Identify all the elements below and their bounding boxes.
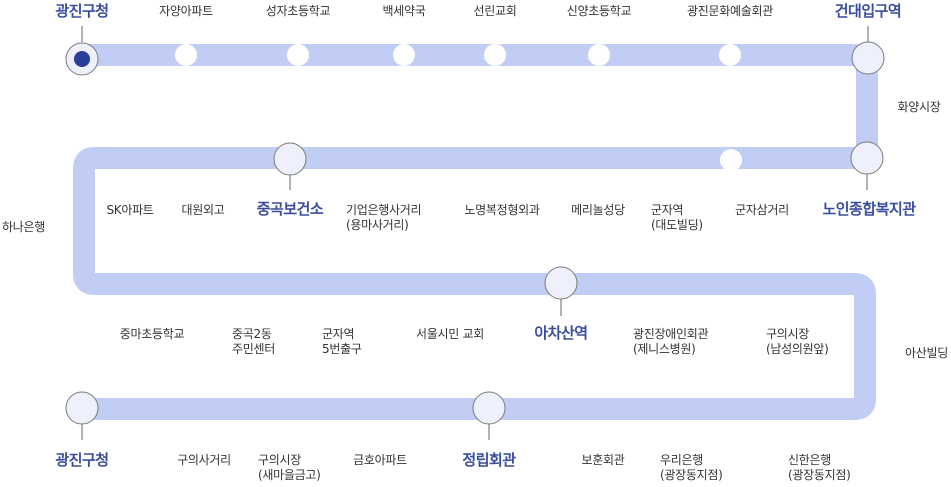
major-stop-ticks [81,26,869,440]
label-gwangjin-gucheong-bottom: 광진구청 [55,451,109,469]
label-guui-market-hospital: 구의시장 (남성의원앞) [766,327,829,356]
stop-junggok-health[interactable] [273,142,307,176]
label-gwangjin-arts: 광진문화예술회관 [687,4,773,18]
label-bohun-hall: 보훈회관 [581,453,625,467]
label-jeongnip-hall: 정립회관 [462,451,516,469]
label-jayang-apt: 자양아파트 [159,4,213,18]
label-gwangjin-disabled-hall: 광진장애인회관 (제니스병원) [633,327,709,356]
stop-baekse-pharmacy[interactable] [393,44,415,66]
route-line [73,44,878,420]
start-dot [74,51,90,67]
label-junggok2-center: 중곡2동 주민센터 [232,327,275,356]
label-merinol-church: 메리놀성당 [571,203,625,217]
label-hwayang-market: 화양시장 [897,100,941,114]
label-asan-building: 아산빌딩 [905,346,948,360]
label-gunja-exit5: 군자역 5번출구 [322,327,362,356]
label-gunja-station: 군자역 (대도빌딩) [651,203,703,232]
label-baekse-pharmacy: 백세약국 [382,4,426,18]
label-nomyeong-clinic: 노명복정형외과 [464,203,540,217]
stop-achasan-station[interactable] [544,266,578,300]
label-ibk-crossroad: 기업은행사거리 (용마사거리) [346,203,422,232]
label-guui-market-saemaeul: 구의시장 (새마을금고) [258,453,321,482]
stop-gwangjin-arts[interactable] [719,44,741,66]
label-senior-welfare: 노인종합복지관 [822,200,916,218]
stop-gwangjin-gucheong-bottom[interactable] [65,391,99,425]
stop-konkuk-station[interactable] [851,41,885,75]
stop-senior-welfare[interactable] [850,141,884,175]
label-junggok-health: 중곡보건소 [256,200,324,218]
label-jungma-elem: 중마초등학교 [119,327,185,341]
label-gunja-3way: 군자삼거리 [735,203,789,217]
label-seoul-citizen-church: 서울시민 교회 [416,327,484,341]
label-seonlin-church: 선린교회 [473,4,517,18]
label-seongja-elem: 성자초등학교 [265,4,331,18]
stop-seonlin-church[interactable] [484,44,506,66]
label-shinhan-bank: 신한은행 (광장동지점) [788,453,851,482]
stop-jeongnip-hall[interactable] [472,391,506,425]
stop-seongja-elem[interactable] [287,44,309,66]
label-sk-apt: SK아파트 [106,203,154,217]
stop-sinyang-elem[interactable] [588,44,610,66]
major-stops [65,41,885,425]
label-geumho-apt: 금호아파트 [353,453,407,467]
label-daewon-foreign: 대원외고 [181,203,225,217]
label-konkuk-station: 건대입구역 [834,2,902,20]
stop-jayang-apt[interactable] [175,44,197,66]
label-achasan-station: 아차산역 [534,324,588,342]
label-woori-bank: 우리은행 (광장동지점) [660,453,723,482]
row1-stops [175,44,741,66]
stop-gunja-3way[interactable] [720,149,742,171]
label-sinyang-elem: 신양초등학교 [566,4,632,18]
label-guui-crossroad: 구의사거리 [177,453,231,467]
label-gwangjin-gucheong-top: 광진구청 [55,2,109,20]
label-hana-bank: 하나은행 [2,220,45,234]
